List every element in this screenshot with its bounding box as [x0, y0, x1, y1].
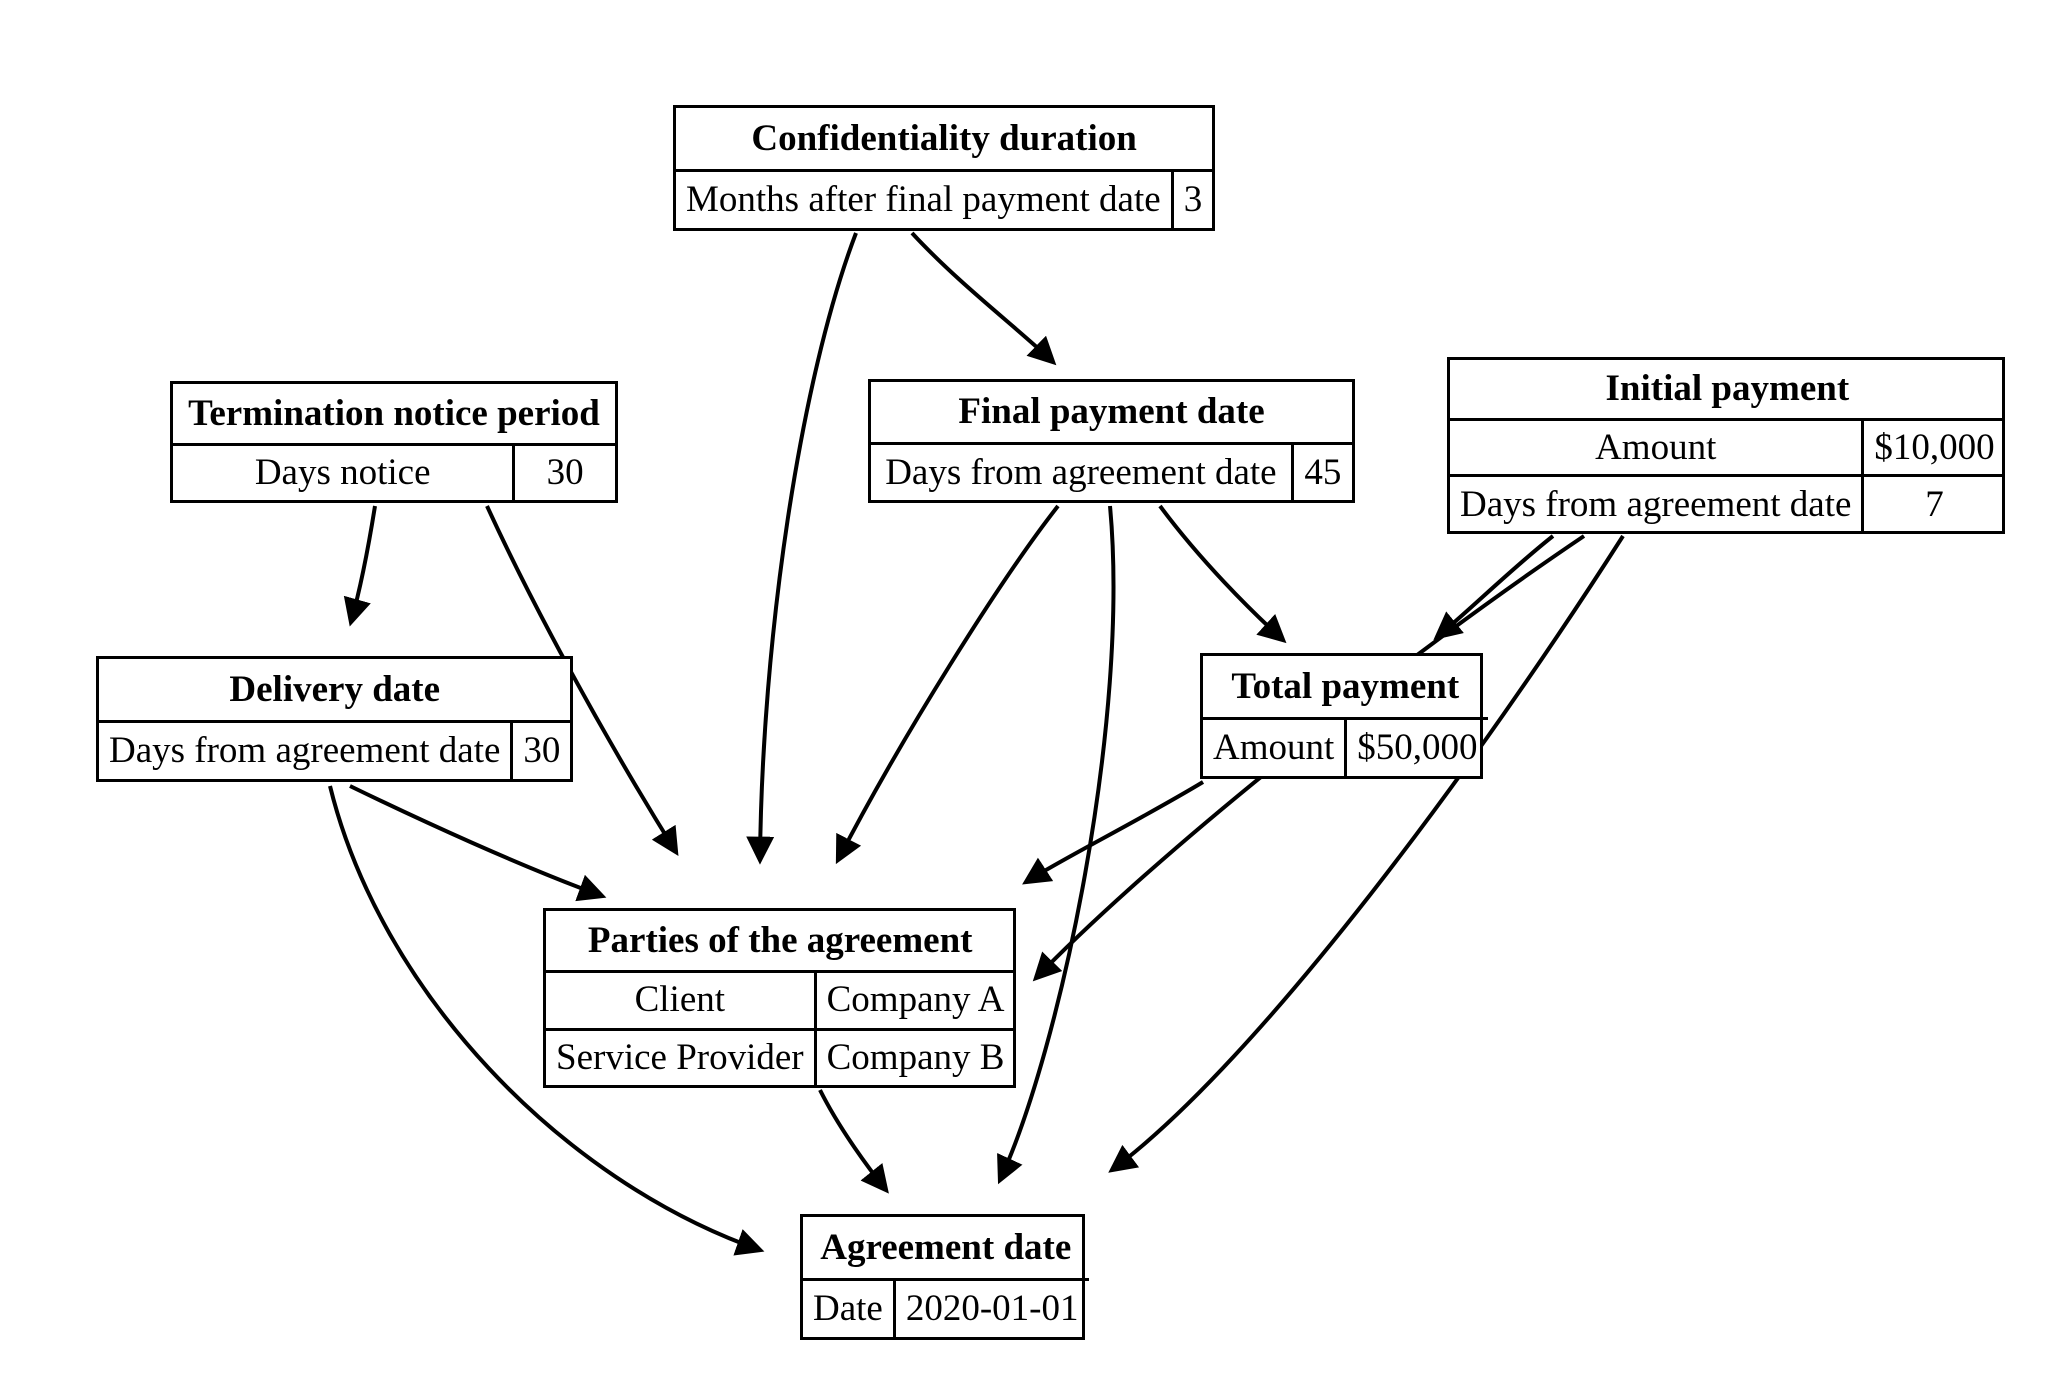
- row-value: 30: [546, 452, 584, 494]
- node-row: Amount$50,000: [1203, 718, 1488, 776]
- row-value: Company B: [815, 1027, 1015, 1085]
- row-key: Days notice: [173, 444, 516, 500]
- edge-conf-to-parties: [746, 232, 858, 865]
- node-row: Days notice 30: [173, 444, 615, 500]
- row-value: $50,000: [1357, 727, 1478, 769]
- edge-conf-to-final: [910, 231, 1057, 366]
- node-title: Termination notice period: [173, 384, 615, 446]
- row-value: 7: [1862, 474, 2005, 531]
- row-value: 3: [1183, 179, 1203, 221]
- row-key: Days from agreement date: [99, 721, 514, 779]
- edge-parties-to-agreement: [818, 1089, 889, 1194]
- edge-delivery-to-parties: [349, 784, 607, 902]
- row-value: Company A: [826, 979, 1005, 1021]
- node-title: Final payment date: [871, 382, 1352, 445]
- edge-final-to-parties: [835, 504, 1060, 865]
- edge-initial-to-total: [1433, 534, 1555, 640]
- edge-term-to-delivery: [343, 505, 377, 627]
- node-title: Delivery date: [99, 659, 571, 723]
- row-value: 45: [1304, 451, 1342, 493]
- row-value: 30: [523, 730, 561, 772]
- row-key: Amount: [1450, 419, 1865, 476]
- node-title: Total payment: [1203, 656, 1488, 720]
- edge-final-to-total: [1158, 504, 1287, 644]
- row-key: Date: [803, 1279, 896, 1337]
- row-key: Days from agreement date: [1450, 474, 1865, 531]
- node-title: Initial payment: [1450, 360, 2005, 421]
- row-value: 2020-01-01: [905, 1288, 1079, 1330]
- row-key: Months after final payment date: [676, 170, 1174, 228]
- row-key: Service Provider: [546, 1027, 817, 1085]
- node-title: Agreement date: [803, 1217, 1089, 1281]
- row-value: $10,000: [1874, 426, 1995, 468]
- node-title: Parties of the agreement: [546, 911, 1015, 973]
- row-key: Amount: [1203, 718, 1348, 776]
- edge-total-to-parties: [1022, 780, 1205, 885]
- node-row: Amount$10,000: [1450, 419, 2005, 476]
- row-key: Client: [546, 971, 817, 1029]
- edge-final-to-agreement: [997, 505, 1116, 1185]
- row-key: Days from agreement date: [871, 443, 1294, 500]
- edge-initial-to-agreement: [1108, 534, 1625, 1173]
- node-title: Confidentiality duration: [676, 108, 1213, 172]
